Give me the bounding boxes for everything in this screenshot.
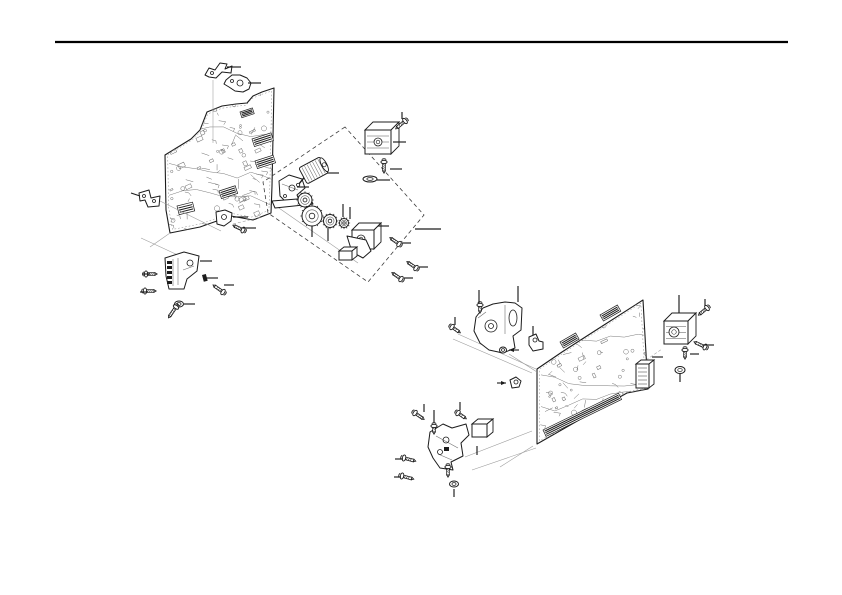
pin-contact: [202, 273, 208, 282]
screw: [391, 272, 405, 283]
left-side-frame: [164, 87, 276, 234]
arrow-leader: [509, 348, 519, 352]
projection-line: [499, 445, 534, 468]
arrow-leader: [497, 381, 506, 385]
drive-motor: [296, 156, 329, 187]
side-bracket: [473, 301, 523, 354]
screw: [167, 303, 180, 319]
hinge-bracket: [138, 189, 161, 208]
sensor-box: [337, 246, 359, 261]
cable-clip: [509, 376, 522, 389]
projection-line: [149, 232, 171, 248]
screw: [141, 287, 157, 295]
projection-line: [464, 430, 533, 458]
pickup-bracket: [427, 423, 470, 471]
leader-line: [130, 192, 141, 197]
screw: [389, 237, 403, 248]
screw: [380, 158, 388, 174]
harness-clamp: [204, 62, 233, 79]
guide-bracket: [223, 74, 252, 93]
screw: [430, 422, 438, 435]
screw: [406, 261, 420, 272]
clutch-solenoid: [363, 120, 401, 156]
screw: [681, 346, 689, 360]
contact-holder: [164, 251, 200, 290]
screw: [395, 117, 409, 130]
ground-washer: [174, 300, 184, 308]
screw: [411, 409, 425, 420]
screw: [400, 454, 417, 463]
gear-small: [296, 191, 314, 209]
gear-large: [300, 204, 324, 228]
lock-nut: [499, 346, 507, 354]
sensor-housing: [470, 418, 495, 438]
screw: [454, 409, 467, 420]
projection-line: [645, 348, 663, 361]
screw: [448, 323, 461, 334]
shaft-washer: [449, 480, 459, 488]
roller-bushing: [337, 216, 351, 230]
gear-idler: [321, 212, 339, 230]
grommet: [674, 366, 686, 374]
right-side-frame: [536, 299, 649, 445]
frame-vent-bracket: [634, 359, 656, 389]
screw: [212, 284, 227, 296]
projection-line: [508, 353, 538, 373]
screw: [697, 304, 711, 316]
projection-line: [452, 338, 533, 374]
screw: [444, 463, 452, 478]
latch-holder: [215, 209, 233, 227]
drive-assembly-outline: [262, 126, 425, 283]
projection-line: [471, 447, 537, 471]
gear-box: [662, 311, 698, 346]
solenoid-plate: [362, 175, 378, 183]
projection-line: [157, 199, 222, 232]
screw: [476, 301, 484, 314]
motor-bracket: [278, 174, 306, 204]
projection-line: [140, 237, 181, 257]
corner-bracket: [528, 333, 544, 352]
